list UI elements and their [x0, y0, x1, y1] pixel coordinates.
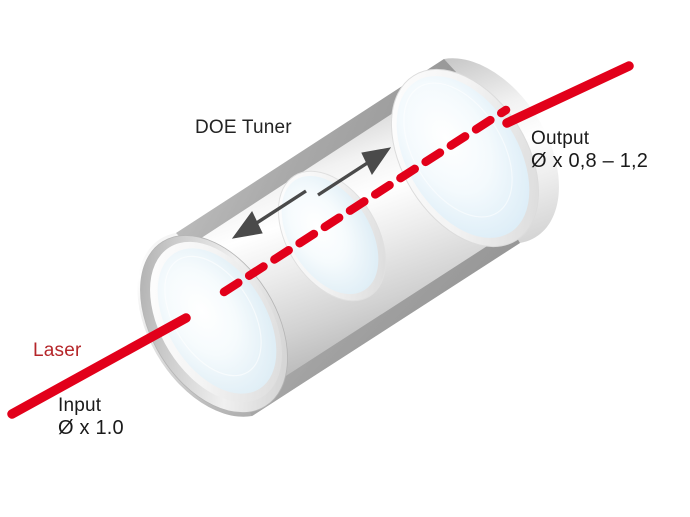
output-value: Ø x 0,8 – 1,2 [531, 150, 649, 173]
input-label-group: Input Ø x 1.0 [58, 395, 124, 441]
output-label-group: Output Ø x 0,8 – 1,2 [531, 128, 648, 174]
input-lens-element [140, 235, 288, 413]
tuner-translation-arrows [231, 147, 392, 239]
cylinder-bottom-edge [244, 230, 520, 416]
optical-axis-dashed-beam [219, 105, 511, 297]
arrow-forward-icon [317, 147, 392, 197]
input-lens-inner-sheen [164, 255, 262, 377]
doe-tuner-label: DOE Tuner [195, 117, 292, 138]
output-laser-beam [502, 61, 634, 128]
arrow-backward-icon [231, 189, 307, 239]
input-lens-glass [157, 248, 277, 394]
input-value: Ø x 1.0 [58, 417, 124, 440]
output-title: Output [531, 128, 590, 149]
input-laser-beam [7, 313, 191, 419]
laser-label: Laser [33, 340, 82, 361]
cylinder-top-edge [176, 59, 456, 246]
input-title: Input [58, 395, 102, 416]
output-lens-glass [396, 76, 530, 238]
output-lens-inner-sheen [403, 82, 513, 218]
